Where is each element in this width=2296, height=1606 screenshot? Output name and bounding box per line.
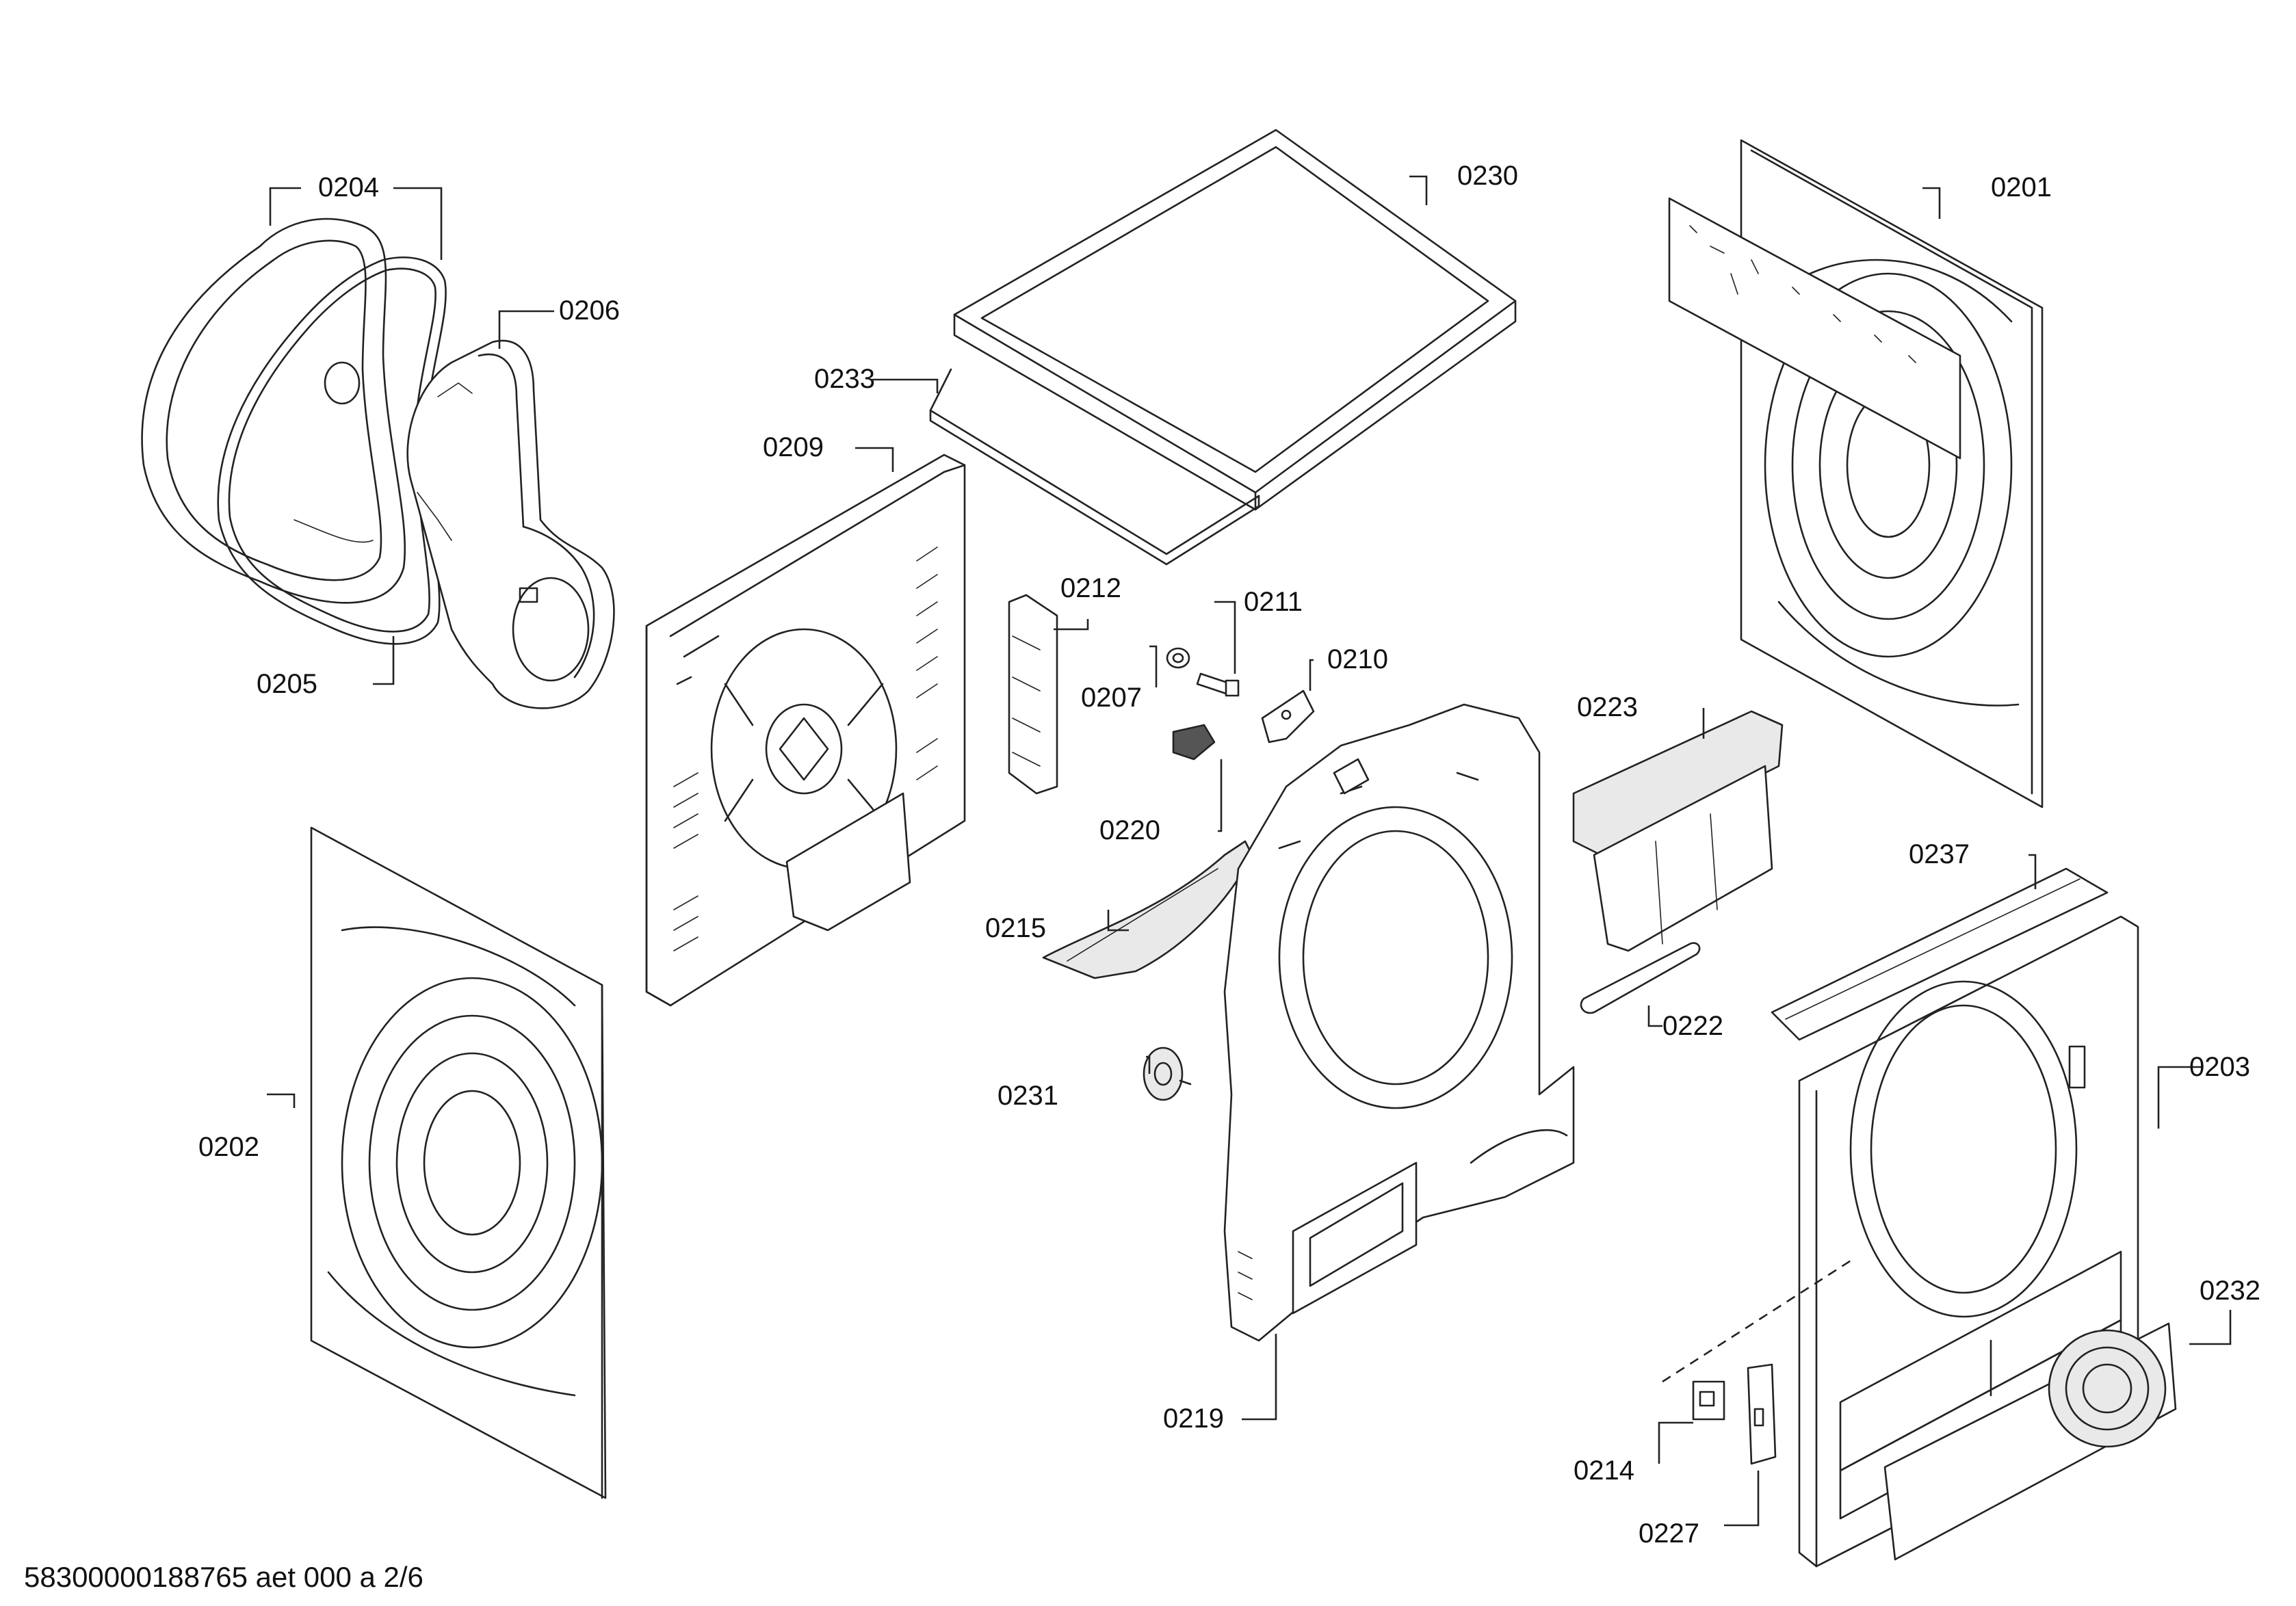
label-0207: 0207: [1081, 683, 1142, 713]
part-0210-latch: [1261, 689, 1315, 743]
label-0214: 0214: [1574, 1456, 1634, 1486]
label-0233: 0233: [814, 364, 875, 394]
drawing-number: 58300000188765 aet 000 a 2/6: [24, 1561, 423, 1593]
label-0232: 0232: [2200, 1276, 2260, 1306]
label-0219: 0219: [1163, 1404, 1224, 1434]
label-0201: 0201: [1991, 172, 2052, 202]
label-0211: 0211: [1244, 587, 1303, 617]
part-0202-side-panel: [310, 826, 607, 1499]
label-0204: 0204: [318, 172, 379, 202]
label-0203: 0203: [2189, 1052, 2250, 1082]
label-0205: 0205: [257, 669, 317, 699]
part-0205-seal-ring: [217, 256, 447, 645]
label-0223: 0223: [1577, 692, 1638, 722]
part-0201-back-panel: [1668, 139, 2044, 808]
part-0207-nut: [1166, 647, 1190, 669]
label-0202: 0202: [198, 1132, 259, 1162]
part-0233-top-panel: [929, 368, 1260, 566]
leader-lines: [267, 175, 2232, 1527]
part-0219-front-frame: [1223, 703, 1575, 1342]
label-0220: 0220: [1099, 815, 1160, 845]
label-0209: 0209: [763, 432, 824, 462]
part-0211-screw: [1196, 672, 1240, 697]
part-0232-service-cover: [1883, 1322, 2177, 1561]
part-0206-air-duct: [406, 339, 615, 709]
label-0222: 0222: [1662, 1011, 1723, 1041]
label-0231: 0231: [997, 1081, 1058, 1111]
part-0227-bracket: [1747, 1363, 1777, 1465]
part-0231-knob: [1143, 1046, 1192, 1101]
part-0230-top-cover: [953, 129, 1517, 511]
part-0223-lint-filter: [1572, 710, 1784, 952]
part-0215-handle: [1042, 840, 1253, 979]
part-0220-sensor: [1172, 724, 1216, 761]
part-0214-switch: [1692, 1380, 1725, 1421]
part-0212-bracket: [1008, 594, 1058, 795]
label-0237: 0237: [1909, 839, 1970, 869]
label-0212: 0212: [1060, 573, 1121, 603]
label-0206: 0206: [559, 295, 620, 326]
label-0230: 0230: [1457, 161, 1518, 191]
label-0227: 0227: [1639, 1518, 1699, 1549]
dashed-assembly-line: [1662, 1257, 1855, 1383]
part-labels: 0204 0206 0205 0209 0233 0230 0201 0212 …: [198, 161, 2260, 1549]
part-0237-rail: [1771, 867, 2109, 1041]
label-0210: 0210: [1327, 644, 1388, 674]
part-0209-rear-panel: [645, 453, 966, 1007]
label-0215: 0215: [985, 913, 1046, 943]
part-0222-filter-gasket: [1580, 942, 1701, 1014]
part-0204-door-gasket: [141, 218, 406, 604]
